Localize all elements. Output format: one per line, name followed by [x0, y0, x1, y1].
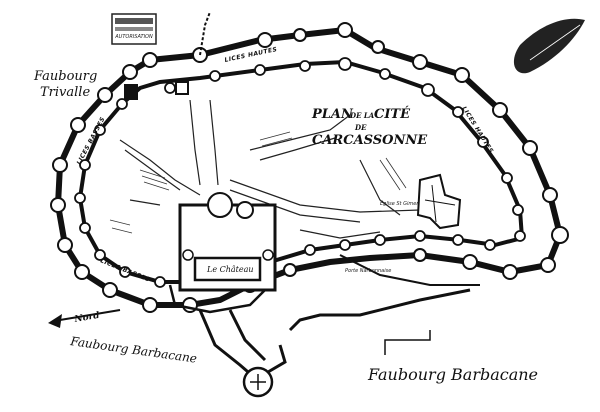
- outer-towers: [50, 22, 569, 313]
- streets: [119, 99, 421, 239]
- faubourg-barbacane-right: Faubourg Barbacane: [367, 365, 538, 384]
- north-label: Nord: [73, 311, 101, 326]
- lices-hautes-right: LICES HAUTES: [460, 105, 494, 154]
- faubourg-trivalle-line1: Faubourg: [33, 69, 97, 84]
- title-de-la: DE LA: [349, 111, 375, 120]
- title-de: DE: [354, 123, 367, 132]
- title-city: CARCASSONNE: [312, 133, 428, 148]
- church-label: Église St Gimer: [380, 199, 419, 207]
- title-cite: CITÉ: [374, 106, 411, 122]
- title-plan: PLAN: [311, 107, 354, 122]
- porte-narbonnaise-label: Porte Narbonnaise: [345, 268, 391, 274]
- building-blocks: [109, 131, 407, 234]
- north-arrow: Nord: [48, 309, 121, 328]
- cypress-tree: [513, 18, 585, 74]
- church: Église St Gimer: [380, 173, 462, 230]
- tower-black: [124, 84, 138, 100]
- chateau: Le Château: [168, 192, 277, 314]
- faubourg-trivalle-line2: Trivalle: [40, 85, 90, 100]
- chateau-label: Le Château: [206, 265, 254, 274]
- stamp-label: AUTORISATION: [114, 34, 153, 40]
- barbican: [198, 288, 471, 398]
- faubourg-barbacane-left: Faubourg Barbacane: [69, 334, 198, 366]
- lices-basses-bottom: LICES BASSES: [99, 257, 151, 283]
- stamp: AUTORISATION: [111, 13, 157, 45]
